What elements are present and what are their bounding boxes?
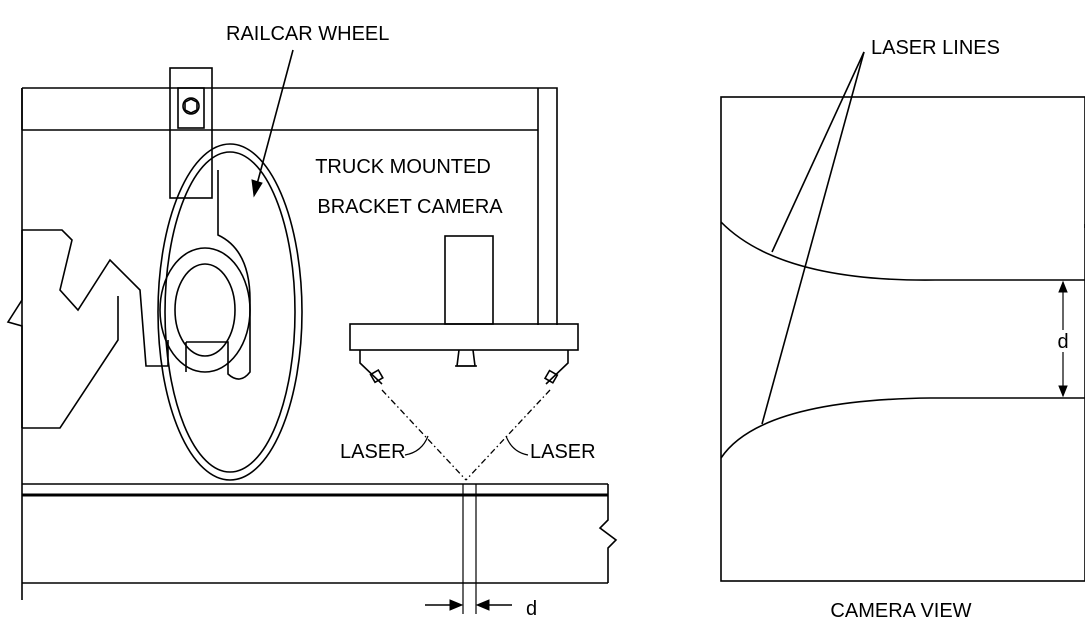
label-camera-view: CAMERA VIEW bbox=[830, 600, 971, 622]
label-d-camera: d bbox=[1057, 331, 1068, 353]
laser-leader-left bbox=[404, 435, 429, 456]
label-laser-right: LASER bbox=[530, 441, 596, 463]
d-dimension-camera bbox=[1058, 280, 1068, 398]
label-laser-left: LASER bbox=[340, 441, 406, 463]
railcar-wheel bbox=[157, 143, 303, 481]
laser-emitter-left bbox=[369, 368, 384, 384]
label-railcar-wheel: RAILCAR WHEEL bbox=[226, 23, 389, 45]
wheel-leader bbox=[251, 49, 294, 198]
camera-assembly bbox=[349, 235, 579, 385]
laser-lines-leaders bbox=[761, 51, 865, 425]
bracket-bolt bbox=[169, 67, 213, 199]
d-dimension-bottom bbox=[425, 484, 512, 614]
label-bracket-camera: BRACKET CAMERA bbox=[317, 196, 503, 218]
laser-emitter-right bbox=[543, 369, 559, 384]
side-view bbox=[6, 49, 618, 614]
rail bbox=[22, 483, 618, 584]
side-frame bbox=[6, 229, 169, 429]
label-truck-mounted: TRUCK MOUNTED bbox=[315, 156, 491, 178]
laser-line-lower bbox=[720, 397, 1085, 459]
laser-beams bbox=[381, 389, 551, 481]
laser-line-upper bbox=[720, 221, 1085, 281]
axle-hub bbox=[159, 170, 251, 380]
laser-leader-right bbox=[505, 435, 529, 456]
label-laser-lines: LASER LINES bbox=[871, 37, 1000, 59]
camera-view bbox=[720, 51, 1085, 582]
label-d-bottom: d bbox=[526, 598, 537, 620]
